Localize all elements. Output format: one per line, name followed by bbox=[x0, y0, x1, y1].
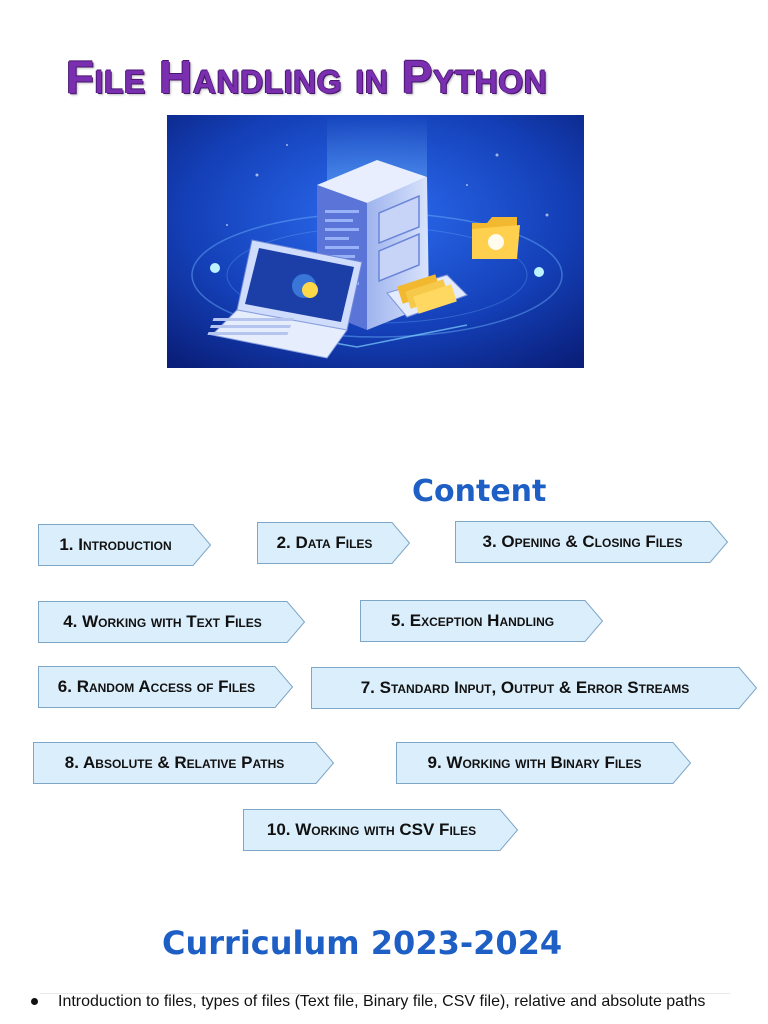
laptop-icon bbox=[207, 239, 363, 359]
topic-chip-introduction: 1. Introduction bbox=[38, 524, 212, 566]
topic-chip-binary-files: 9. Working with Binary Files bbox=[396, 742, 692, 784]
curriculum-item-text: Introduction to files, types of files (T… bbox=[58, 993, 706, 1010]
topic-chip-exception-handling: 5. Exception Handling bbox=[360, 600, 604, 642]
server-laptop-illustration bbox=[167, 115, 584, 368]
topic-chip-csv-files: 10. Working with CSV Files bbox=[243, 809, 519, 851]
topic-label: 10. Working with CSV Files bbox=[266, 820, 477, 839]
bullet-icon bbox=[31, 998, 38, 1005]
curriculum-heading: Curriculum 2023-2024 bbox=[162, 924, 563, 962]
topic-label: 1. Introduction bbox=[59, 535, 172, 554]
python-folder-icon bbox=[472, 217, 520, 259]
topic-chip-opening-closing: 3. Opening & Closing Files bbox=[455, 521, 729, 563]
topic-label: 6. Random Access of Files bbox=[57, 677, 256, 696]
hero-illustration bbox=[167, 115, 584, 368]
topic-label: 4. Working with Text Files bbox=[63, 612, 262, 631]
topic-chip-standard-streams: 7. Standard Input, Output & Error Stream… bbox=[311, 667, 758, 709]
content-heading: Content bbox=[412, 474, 547, 509]
topic-label: 5. Exception Handling bbox=[390, 611, 555, 630]
topic-label: 3. Opening & Closing Files bbox=[482, 532, 683, 551]
topic-chip-paths: 8. Absolute & Relative Paths bbox=[33, 742, 335, 784]
topic-chip-data-files: 2. Data Files bbox=[257, 522, 411, 564]
document-title: File Handling in Python bbox=[66, 51, 548, 103]
topic-chip-text-files: 4. Working with Text Files bbox=[38, 601, 306, 643]
topic-label: 2. Data Files bbox=[276, 533, 373, 552]
topic-label: 9. Working with Binary Files bbox=[427, 753, 642, 772]
list-item: Introduction to files, types of files (T… bbox=[28, 992, 748, 1011]
topic-chip-random-access: 6. Random Access of Files bbox=[38, 666, 294, 708]
topic-label: 7. Standard Input, Output & Error Stream… bbox=[360, 678, 690, 697]
divider bbox=[40, 993, 730, 994]
curriculum-list: Introduction to files, types of files (T… bbox=[28, 992, 748, 1011]
topic-label: 8. Absolute & Relative Paths bbox=[64, 753, 285, 772]
